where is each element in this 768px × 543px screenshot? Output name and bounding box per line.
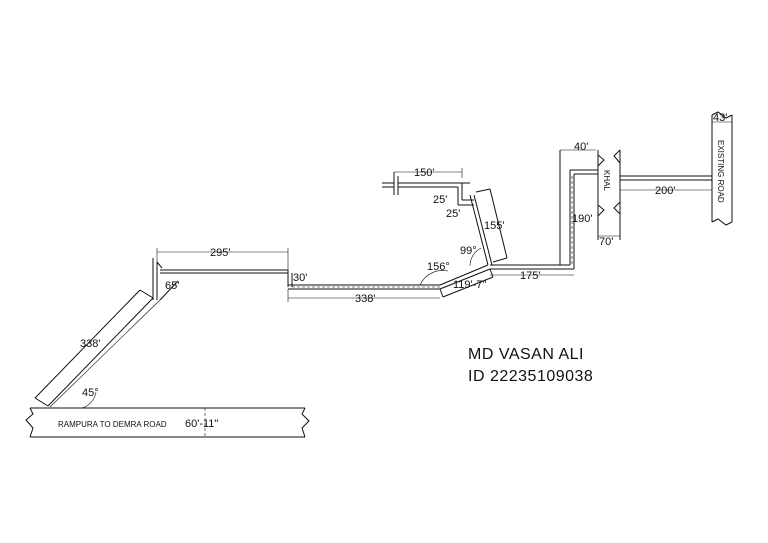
diagonal-segment: 338' 45°: [34, 289, 161, 409]
dim-190: 190': [572, 213, 592, 225]
dim-175: 175': [520, 270, 540, 282]
segment-175: 175': [490, 264, 574, 282]
khal-label: KHAL: [602, 170, 611, 191]
main-road: RAMPURA TO DEMRA ROAD 60'-11": [25, 407, 310, 438]
angle-99: 99°: [460, 245, 477, 257]
author-block: MD VASAN ALI ID 22235109038: [468, 344, 593, 388]
khal: KHAL 70': [597, 149, 621, 248]
segment-200: 200': [620, 175, 712, 197]
existing-road: 43' EXISTING ROAD: [711, 111, 733, 226]
dim-338-bottom: 338': [355, 293, 375, 305]
dim-30: 30': [293, 272, 307, 284]
dim-338-diagonal: 338': [80, 338, 100, 350]
main-road-label: RAMPURA TO DEMRA ROAD: [58, 420, 167, 429]
dim-40: 40': [574, 141, 588, 153]
dim-200: 200': [655, 185, 675, 197]
angle-45: 45°: [82, 387, 99, 399]
dim-65: 65': [165, 280, 179, 292]
dim-155: 155': [484, 220, 504, 232]
dim-25-b: 25': [446, 208, 460, 220]
existing-road-label: EXISTING ROAD: [716, 140, 725, 203]
angle-156: 156°: [427, 261, 450, 273]
dim-295: 295': [210, 247, 230, 259]
segment-150: 150' 25' 25': [382, 167, 474, 220]
dim-43: 43': [713, 112, 727, 124]
dim-25-a: 25': [433, 194, 447, 206]
dim-70: 70': [599, 236, 613, 248]
segment-190: 40' 190': [559, 141, 598, 269]
segment-338-bottom: 338' 156°: [287, 261, 450, 305]
author-id: ID 22235109038: [468, 368, 594, 385]
segment-119: 119'-7": [439, 264, 494, 298]
author-name: MD VASAN ALI: [468, 346, 584, 363]
dim-150: 150': [414, 167, 434, 179]
segment-155: 155' 99°: [460, 188, 508, 267]
dim-119-7: 119'-7": [453, 279, 486, 291]
segment-295: 295' 65' 30': [152, 247, 307, 301]
main-road-width-label: 60'-11": [185, 418, 218, 430]
